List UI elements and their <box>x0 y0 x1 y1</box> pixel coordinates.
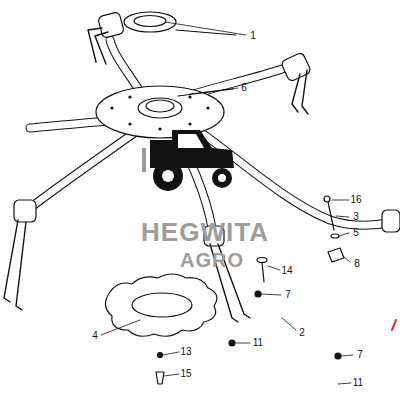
callout-number: 15 <box>180 369 191 379</box>
callout-number: 8 <box>354 259 360 269</box>
callout-number: 14 <box>281 266 292 276</box>
watermark-logo <box>142 130 234 191</box>
callout-number: 6 <box>241 83 247 93</box>
callout-number: 7 <box>357 350 363 360</box>
tine-holders <box>14 12 400 246</box>
callout-number: 16 <box>350 195 361 205</box>
callout-number: 11 <box>353 378 363 388</box>
hub-plate <box>96 86 224 138</box>
callout-number: 11 <box>253 338 263 348</box>
leader-lines <box>101 22 353 384</box>
callout-number: 5 <box>353 228 359 238</box>
callout-number: 13 <box>180 347 191 357</box>
callout-number: 3 <box>353 212 359 222</box>
rotor-arms <box>30 40 392 228</box>
watermark-text: AGRO <box>180 250 244 270</box>
callout-number: 2 <box>299 328 305 338</box>
callout-number: 4 <box>92 331 98 341</box>
watermark-text: HEGWITA <box>141 219 269 245</box>
callout-number: 1 <box>250 31 256 41</box>
callout-number: 7 <box>285 290 291 300</box>
